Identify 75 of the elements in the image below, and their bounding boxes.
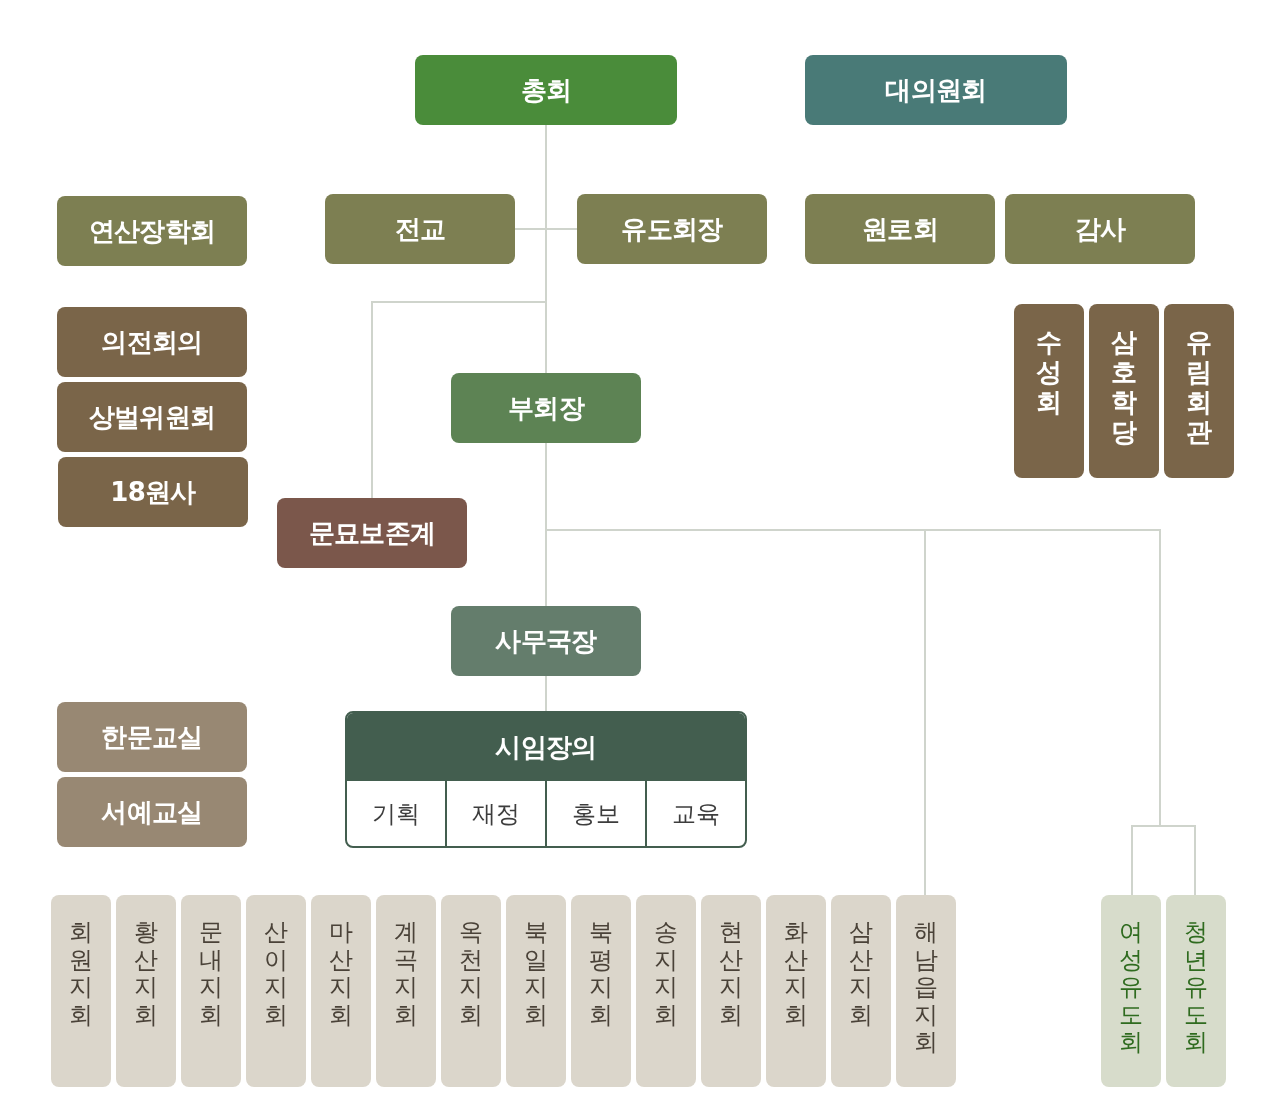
branch-box — [571, 895, 631, 1087]
box-label: 삼산지회 — [849, 919, 873, 1030]
box-label: 문내지회 — [199, 919, 223, 1030]
branch-box — [766, 895, 826, 1087]
box-label: 옥천지회 — [459, 919, 483, 1030]
box-label: 산이지회 — [264, 919, 288, 1030]
branch-box — [636, 895, 696, 1087]
box-label: 유도회장 — [621, 212, 723, 246]
org-box — [577, 194, 767, 264]
group-box — [345, 711, 747, 848]
connector-line — [545, 675, 547, 712]
box-label: 삼호학당 — [1111, 328, 1137, 448]
org-box — [1164, 304, 1234, 478]
box-label: 서예교실 — [101, 795, 203, 829]
branch-box — [181, 895, 241, 1087]
branch-box — [246, 895, 306, 1087]
org-box — [277, 498, 467, 568]
box-label: 북일지회 — [524, 919, 548, 1030]
org-box — [58, 457, 248, 527]
branch-box — [51, 895, 111, 1087]
box-label: 사무국장 — [495, 624, 597, 658]
box-label: 한문교실 — [101, 720, 203, 754]
branch-box — [896, 895, 956, 1087]
box-label: 전교 — [394, 212, 446, 246]
branch-box — [506, 895, 566, 1087]
box-label: 문묘보존계 — [308, 516, 436, 550]
org-box — [415, 55, 677, 125]
branch-box — [441, 895, 501, 1087]
box-label: 계곡지회 — [394, 919, 418, 1030]
org-box — [1014, 304, 1084, 478]
org-box — [805, 194, 995, 264]
box-label: 유림회관 — [1186, 328, 1212, 448]
org-box — [57, 307, 247, 377]
branch-box — [116, 895, 176, 1087]
branch-box — [311, 895, 371, 1087]
box-label: 상벌위원회 — [88, 400, 216, 434]
box-label: 원로회 — [861, 212, 939, 246]
org-box — [325, 194, 515, 264]
box-label: 북평지회 — [589, 919, 613, 1030]
box-label: 대의원회 — [885, 73, 987, 107]
box-label: 부회장 — [507, 391, 585, 425]
table-cell: 기획 — [347, 781, 445, 846]
box-label: 여성유도회 — [1119, 919, 1143, 1057]
org-box — [805, 55, 1067, 125]
box-label: 18원사 — [110, 475, 196, 509]
box-label: 회원지회 — [69, 919, 93, 1030]
branch-box — [831, 895, 891, 1087]
table-cell: 재정 — [445, 781, 545, 846]
org-box — [1005, 194, 1195, 264]
box-label: 마산지회 — [329, 919, 353, 1030]
box-label: 의전회의 — [101, 325, 203, 359]
box-label: 송지지회 — [654, 919, 678, 1030]
box-label: 연산장학회 — [88, 214, 216, 248]
branch-box — [701, 895, 761, 1087]
box-label: 현산지회 — [719, 919, 743, 1030]
box-label: 청년유도회 — [1184, 919, 1208, 1057]
box-label: 시임장의 — [495, 730, 597, 764]
org-box — [57, 196, 247, 266]
table-cell: 홍보 — [545, 781, 645, 846]
branch-box — [1101, 895, 1161, 1087]
box-label: 해남읍지회 — [914, 919, 938, 1057]
org-box — [451, 606, 641, 676]
box-label: 감사 — [1074, 212, 1126, 246]
org-box — [57, 777, 247, 847]
box-label: 황산지회 — [134, 919, 158, 1030]
org-box — [1089, 304, 1159, 478]
box-label: 총회 — [520, 73, 572, 107]
org-box — [57, 702, 247, 772]
box-label: 화산지회 — [784, 919, 808, 1030]
branch-box — [1166, 895, 1226, 1087]
branch-box — [376, 895, 436, 1087]
org-box — [451, 373, 641, 443]
org-box — [57, 382, 247, 452]
box-label: 수성회 — [1036, 328, 1062, 418]
table-cell: 교육 — [645, 781, 745, 846]
